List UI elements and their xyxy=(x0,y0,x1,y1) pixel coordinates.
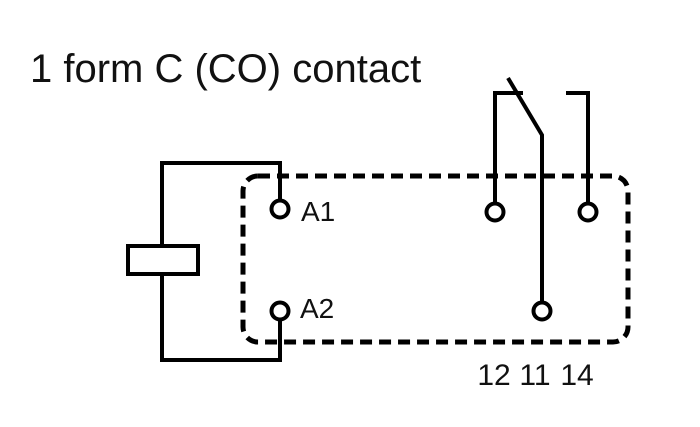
terminal-12-circle xyxy=(484,201,506,223)
terminal-14-label: 14 xyxy=(560,359,593,392)
relay-body-outline xyxy=(240,173,631,345)
terminal-a2-label: A2 xyxy=(300,293,334,324)
terminal-11-circle xyxy=(531,300,553,322)
terminal-12-wire xyxy=(493,91,523,204)
terminal-11-label: 11 xyxy=(519,359,550,392)
terminal-a1-label: A1 xyxy=(301,196,335,227)
terminal-14-circle xyxy=(577,201,599,223)
terminal-a1-circle xyxy=(269,198,291,220)
terminal-14-wire xyxy=(566,91,590,204)
coil-wire-bottom xyxy=(160,273,282,362)
terminal-12-label: 12 xyxy=(477,359,510,392)
switch-blade xyxy=(506,76,544,303)
coil-symbol xyxy=(126,244,200,276)
coil-wire-top xyxy=(160,161,282,247)
diagram-title: 1 form C (CO) contact xyxy=(30,47,421,91)
terminal-a2-circle xyxy=(269,300,291,322)
